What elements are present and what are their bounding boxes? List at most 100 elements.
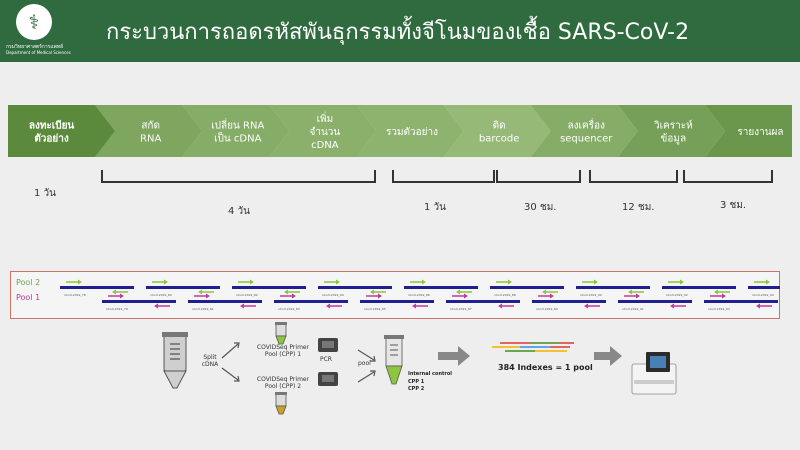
process-step-9 xyxy=(704,105,792,157)
page-title: กระบวนการถอดรหัสพันธุกรรมทั้งจีโนมของเชื… xyxy=(106,20,690,45)
process-step-label-5: รวมตัวอย่าง xyxy=(386,127,438,138)
duration-braces xyxy=(101,170,773,183)
pool-1-amplicon-2-bar xyxy=(188,300,262,303)
pool-2-amplicon-7-reverse-primer-head xyxy=(628,289,632,295)
pool-1-amplicon-3-bar xyxy=(274,300,348,303)
pool-2-amplicon-4-bar xyxy=(318,286,392,289)
process-step-6 xyxy=(443,105,551,157)
process-step-7 xyxy=(530,105,638,157)
caduceus-icon: ⚕ xyxy=(28,10,40,34)
pool-1-amplicon-4-forward-primer-head xyxy=(378,293,382,299)
split-cdna-label: Split cDNA xyxy=(201,354,219,368)
index-pool-label: 384 Indexes = 1 pool xyxy=(498,363,593,372)
pool-1-amplicon-4-reverse-primer-head xyxy=(412,303,416,309)
pool-2-amplicon-8-bar xyxy=(662,286,736,289)
pcr-label: PCR xyxy=(320,356,332,363)
cpp2-label: COVIDSeq Primer Pool (CPP) 2 xyxy=(256,376,310,390)
pool-2-amplicon-6-forward-primer-head xyxy=(508,279,512,285)
pool-1-amplicon-1-reverse-primer-head xyxy=(154,303,158,309)
logo-text-thai: กรมวิทยาศาสตร์การแพทย์ xyxy=(6,44,64,50)
pool-2-amplicon-4-reverse-primer-head xyxy=(370,289,374,295)
pool-2-amplicon-6-reverse-primer-head xyxy=(542,289,546,295)
cpp1-short-label: CPP 1 xyxy=(408,379,425,385)
pool-arrows xyxy=(357,349,376,383)
pool-1-amplicon-7-bar xyxy=(618,300,692,303)
duration-report: 3 ชม. xyxy=(720,200,747,211)
header-banner: ⚕ กรมวิทยาศาสตร์การแพทย์ Department of M… xyxy=(0,0,800,62)
pool-1-amplicon-4-label: nCoV-2019_85 xyxy=(364,307,386,311)
process-step-2 xyxy=(95,105,203,157)
pool-2-label: Pool 2 xyxy=(16,278,41,287)
pool-1-amplicon-3-forward-primer-head xyxy=(292,293,296,299)
pool-1-amplicon-7-reverse-primer-head xyxy=(670,303,674,309)
duration-sequencer: 30 ชม. xyxy=(524,202,557,213)
pool-1-amplicon-6-bar xyxy=(532,300,606,303)
duration-barcode: 1 วัน xyxy=(424,202,446,213)
pool-1-amplicon-4-bar xyxy=(360,300,434,303)
sample-tube-icon xyxy=(162,332,188,389)
pool-1-amplicon-5-forward-primer-head xyxy=(464,293,468,299)
pool-1-amplicon-7-label: nCoV-2019_91 xyxy=(622,307,644,311)
duration-analysis: 12 ชม. xyxy=(622,202,655,213)
pool-2-amplicon-7-forward-primer-head xyxy=(594,279,598,285)
pool-2-amplicon-1-label: nCoV-2019_78 xyxy=(64,293,86,297)
pool-2-amplicon-3-label: nCoV-2019_82 xyxy=(236,293,258,297)
pool-2-amplicon-4-forward-primer-head xyxy=(336,279,340,285)
pooled-tube-icon xyxy=(384,335,404,385)
pool-2-amplicon-9-forward-primer-head xyxy=(766,279,770,285)
cpp2-short-label: CPP 2 xyxy=(408,386,425,392)
pool-1-amplicon-8-bar xyxy=(704,300,778,303)
logo-text-english: Department of Medical Sciences xyxy=(6,50,71,55)
pool-1-amplicon-3-reverse-primer-head xyxy=(326,303,330,309)
pool-1-amplicon-8-label: nCoV-2019_93 xyxy=(708,307,730,311)
pool-2-amplicon-8-label: nCoV-2019_92 xyxy=(666,293,688,297)
pool-2-amplicon-4-label: nCoV-2019_84 xyxy=(322,293,344,297)
pool-2-amplicon-3-forward-primer-head xyxy=(250,279,254,285)
workflow-diagram xyxy=(162,322,677,415)
brace-12-hours xyxy=(589,170,678,183)
pool-1-amplicon-1-label: nCoV-2019_79 xyxy=(106,307,128,311)
arrow-to-indexes-icon xyxy=(438,346,470,366)
pool-1-amplicon-1-bar xyxy=(102,300,176,303)
logo-emblem xyxy=(16,4,52,40)
process-step-5 xyxy=(356,105,464,157)
pool-1-amplicon-6-reverse-primer-head xyxy=(584,303,588,309)
pool-1-amplicon-5-bar xyxy=(446,300,520,303)
pool-1-amplicon-1-forward-primer-head xyxy=(120,293,124,299)
process-step-3 xyxy=(182,105,290,157)
pool-2-amplicon-2-bar xyxy=(146,286,220,289)
brace-3-hours xyxy=(683,170,773,183)
department-logo: ⚕ กรมวิทยาศาสตร์การแพทย์ Department of M… xyxy=(6,4,71,58)
process-step-label-9: รายงานผล xyxy=(737,127,783,138)
cpp2-tube-icon xyxy=(275,392,287,415)
pool-2-amplicon-5-bar xyxy=(404,286,478,289)
pool-1-amplicon-8-reverse-primer-head xyxy=(756,303,760,309)
split-arrows xyxy=(221,342,240,382)
brace-30-hours xyxy=(496,170,581,183)
process-step-label-1: ลงทะเบียนตัวอย่าง xyxy=(29,120,75,145)
amplicon-frame xyxy=(10,271,780,319)
process-step-8 xyxy=(617,105,725,157)
pool-2-amplicon-5-label: nCoV-2019_86 xyxy=(408,293,430,297)
pool-2-amplicon-8-reverse-primer-head xyxy=(714,289,718,295)
pool-1-amplicon-3-label: nCoV-2019_83 xyxy=(278,307,300,311)
pool-1-amplicon-5-reverse-primer-head xyxy=(498,303,502,309)
cpp1-label: COVIDSeq Primer Pool (CPP) 1 xyxy=(256,344,310,358)
process-step-1 xyxy=(8,105,116,157)
arrow-to-sequencer-icon xyxy=(594,346,622,366)
pool-2-amplicon-3-reverse-primer-head xyxy=(284,289,288,295)
pool-2-amplicon-2-forward-primer-head xyxy=(164,279,168,285)
pool-2-amplicon-9-label: nCoV-2019_94 xyxy=(752,293,774,297)
pool-1-amplicon-2-forward-primer-head xyxy=(206,293,210,299)
pool-1-label: Pool 1 xyxy=(16,293,41,302)
pool-2-amplicon-2-reverse-primer-head xyxy=(198,289,202,295)
cpp1-tube-icon xyxy=(275,322,287,345)
index-barcode-strips xyxy=(492,342,574,352)
pool-2-amplicon-5-forward-primer-head xyxy=(422,279,426,285)
pcr-machine-icon xyxy=(318,338,338,352)
pool-2-amplicon-1-forward-primer-head xyxy=(78,279,82,285)
